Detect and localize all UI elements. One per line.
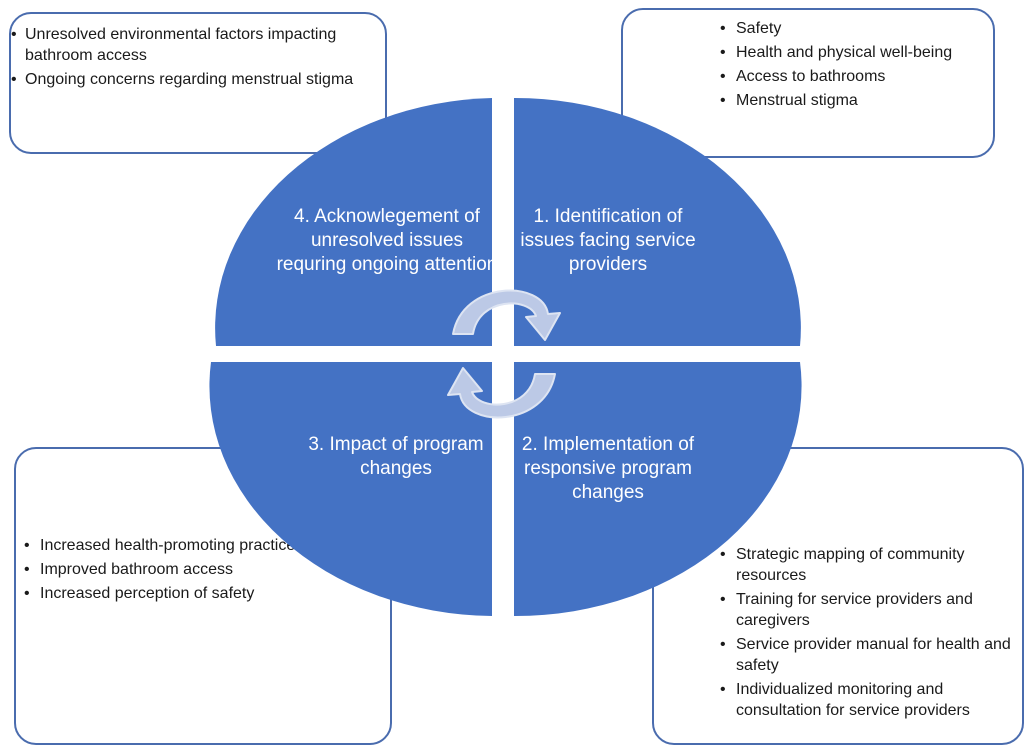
quadrant-1-label: 1. Identification of issues facing servi… [520,206,696,275]
list-item: Safety [716,18,983,39]
list-item: Strategic mapping of community resources [716,544,1014,586]
list-item: Ongoing concerns regarding menstrual sti… [11,69,377,90]
quadrant-3-label: 3. Impact of program changes [308,434,484,479]
cycle-arrow-clockwise-icon [452,289,561,341]
list-item: Increased health-promoting practices [18,535,382,556]
list-item: Increased perception of safety [18,583,382,604]
bullet-list: Increased health-promoting practices Imp… [18,535,382,604]
quadrant-4-shape [215,98,492,346]
list-item: Improved bathroom access [18,559,382,580]
quadrant-3-shape [209,362,492,616]
callout-box-identified-issues: Safety Health and physical well-being Ac… [621,8,995,158]
bullet-list: Strategic mapping of community resources… [716,544,1014,721]
list-item: Access to bathrooms [716,66,983,87]
list-item: Individualized monitoring and consultati… [716,679,1014,721]
list-item: Unresolved environmental factors impacti… [11,24,377,66]
bullet-list: Safety Health and physical well-being Ac… [716,18,983,111]
quadrant-2-shape [514,362,802,617]
quadrant-1-shape [514,97,801,346]
callout-box-unresolved-issues: Unresolved environmental factors impacti… [9,12,387,154]
list-item: Health and physical well-being [716,42,983,63]
list-item: Menstrual stigma [716,90,983,111]
quadrant-2-label: 2. Implementation of responsive program … [521,434,695,503]
quadrant-4-label: 4. Acknowlegement of unresolved issues r… [276,206,498,275]
list-item: Service provider manual for health and s… [716,634,1014,676]
bullet-list: Unresolved environmental factors impacti… [11,24,377,90]
list-item: Training for service providers and careg… [716,589,1014,631]
cycle-arrow-return-icon [447,367,556,419]
